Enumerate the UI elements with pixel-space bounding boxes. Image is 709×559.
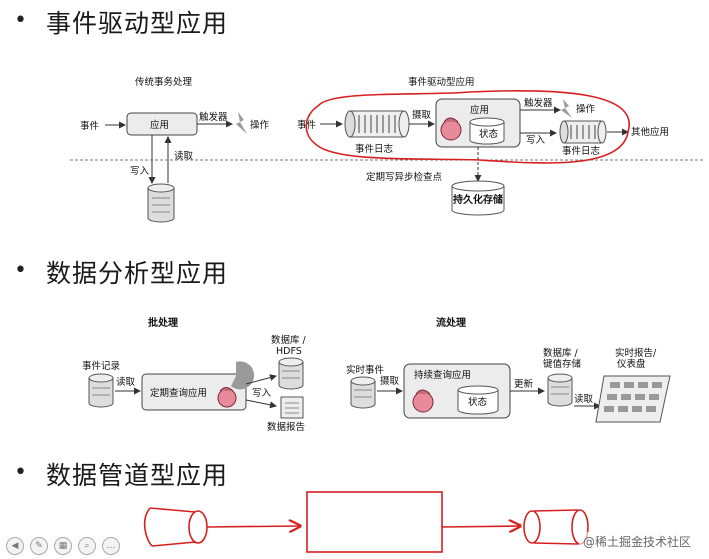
trad-database-icon: [147, 183, 175, 223]
bullet-2: •: [14, 258, 27, 283]
stream-diagram: 流处理 实时事件 摄取 持续查询应用 状态 更新 数据库 / 键值存储: [346, 316, 671, 423]
pen-icon[interactable]: ✎: [30, 537, 48, 555]
stream-report-label-2: 仪表盘: [617, 358, 646, 370]
batch-records-db-icon: [88, 373, 114, 408]
pipeline-arrow-2: [441, 526, 520, 527]
batch-write-db-arrow: [245, 374, 277, 385]
traditional-title: 传统事务处理: [135, 76, 193, 88]
trad-app-label: 应用: [150, 119, 169, 131]
batch-write-label: 写入: [252, 388, 272, 399]
trad-write-label: 写入: [130, 166, 150, 177]
batch-clock-icon: [231, 361, 255, 390]
ed-checkpoint-label: 定期写异步检查点: [366, 171, 443, 183]
pipeline-sink-start: [523, 510, 541, 544]
red-annotation-loop: [305, 89, 630, 164]
batch-report-label: 数据报告: [267, 421, 305, 433]
pipeline-process-box: [306, 491, 443, 553]
batch-app-label: 定期查询应用: [150, 387, 207, 399]
ed-event-log2-label: 事件日志: [562, 145, 600, 157]
ed-ingest-label: 摄取: [412, 109, 432, 121]
stream-events-db-icon: [350, 376, 376, 409]
ed-persistent-storage-icon: [451, 180, 505, 216]
traditional-diagram: 传统事务处理 事件 应用 触发器 操作 读取 写入: [80, 76, 270, 223]
pipeline-sketch: [143, 491, 589, 553]
stream-report-label-1: 实时报告/: [615, 347, 657, 359]
stream-db-label-2: 键值存储: [543, 358, 582, 370]
ed-action-label: 操作: [576, 103, 596, 115]
ed-event-log2-icon: [559, 120, 607, 144]
stream-db-icon: [547, 373, 573, 407]
stream-db-label-1: 数据库 /: [543, 347, 579, 359]
batch-event-records-label: 事件记录: [82, 360, 121, 372]
more-icon[interactable]: …: [102, 537, 120, 555]
ed-lightning-icon: [561, 99, 572, 118]
ed-title: 事件驱动型应用: [408, 76, 475, 88]
pipeline-sink-body: [533, 509, 579, 545]
ed-state-icon: [469, 117, 505, 145]
stream-ingest-label: 摄取: [380, 375, 400, 387]
batch-title: 批处理: [148, 316, 178, 329]
stream-app-label: 持续查询应用: [414, 369, 471, 381]
slide-toolbar: ◀ ✎ ▦ ⌕ …: [6, 537, 120, 555]
ed-other-apps-label: 其他应用: [631, 126, 669, 138]
batch-db-label-2: HDFS: [276, 346, 302, 357]
pipeline-source-end: [188, 510, 208, 544]
trad-trigger-label: 触发器: [199, 111, 228, 123]
ed-persistent-label: 持久化存储: [453, 193, 503, 206]
stream-read-label: 读取: [574, 393, 594, 405]
ed-app-label: 应用: [470, 104, 489, 116]
watermark: @稀土掘金技术社区: [578, 532, 695, 551]
batch-read-label: 读取: [116, 376, 136, 388]
stream-update-label: 更新: [514, 378, 534, 390]
ed-event-log-icon: [344, 110, 410, 138]
ed-write-label: 写入: [526, 135, 546, 146]
pipeline-source-left-curve: [143, 507, 153, 547]
batch-report-icon: [280, 396, 304, 419]
stream-state-icon: [457, 385, 499, 415]
bullet-3: •: [14, 460, 27, 485]
batch-db-label-1: 数据库 /: [271, 334, 307, 346]
batch-write-report-arrow: [245, 399, 277, 409]
pipeline-source-body: [149, 507, 197, 547]
stream-title: 流处理: [436, 316, 466, 329]
batch-db-icon: [278, 357, 304, 390]
pipeline-arrow-1: [206, 526, 300, 527]
ed-state-label: 状态: [479, 128, 499, 140]
trad-action-label: 操作: [250, 119, 270, 131]
trad-event-label: 事件: [80, 120, 100, 132]
stream-squirrel-icon: [412, 389, 434, 413]
heading-data-analytics: 数据分析型应用: [46, 259, 229, 288]
batch-diagram: 批处理 事件记录 读取 定期查询应用 写入 数据库 / HDFS: [82, 316, 307, 433]
stream-dashboard-icon: [595, 375, 671, 423]
batch-squirrel-icon: [217, 387, 237, 408]
bullet-1: •: [14, 8, 27, 33]
grid-icon[interactable]: ▦: [54, 537, 72, 555]
zoom-icon[interactable]: ⌕: [78, 537, 96, 555]
ed-event-log-label: 事件日志: [355, 143, 393, 155]
trad-lightning-icon: [236, 112, 247, 134]
ed-trigger-label: 触发器: [524, 97, 553, 109]
prev-slide-icon[interactable]: ◀: [6, 537, 24, 555]
event-driven-diagram: 事件驱动型应用 事件 事件日志 摄取 应用 状态 触发: [297, 76, 669, 216]
stream-state-label: 状态: [468, 396, 488, 408]
heading-data-pipeline: 数据管道型应用: [46, 461, 229, 490]
stream-realtime-label: 实时事件: [346, 364, 385, 376]
ed-squirrel-icon: [440, 117, 462, 141]
trad-read-label: 读取: [174, 150, 194, 162]
heading-event-driven: 事件驱动型应用: [46, 9, 229, 38]
